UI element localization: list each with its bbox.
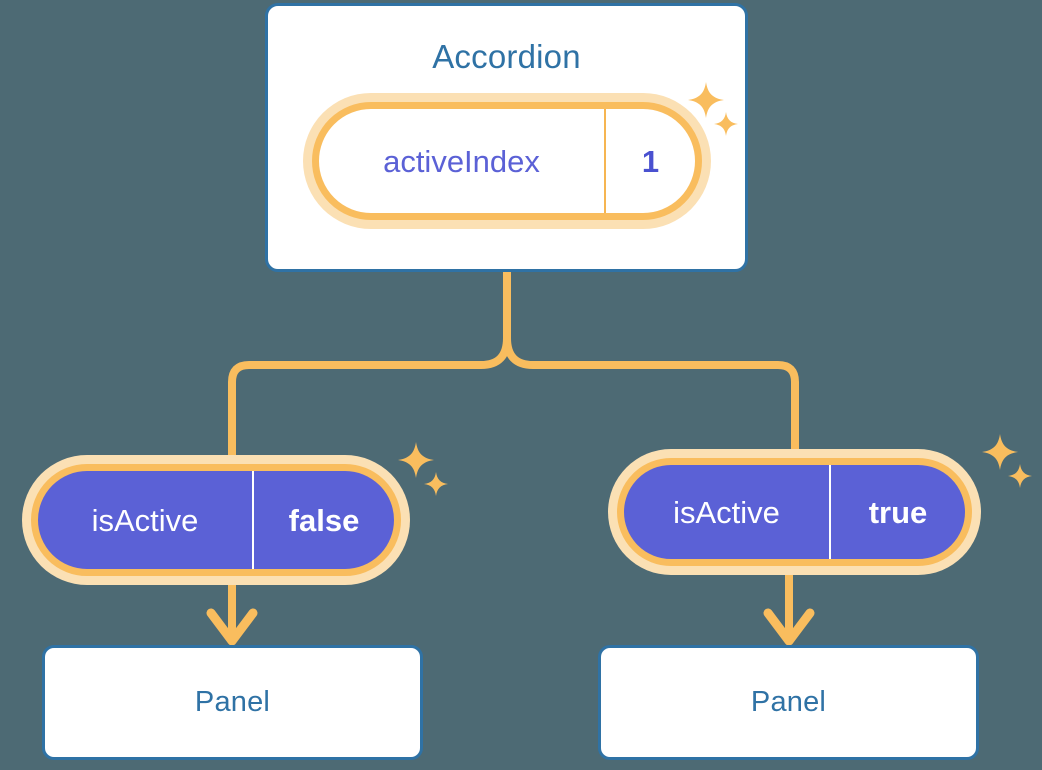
arrow-left-panel bbox=[206, 578, 258, 646]
sparkle-icon bbox=[982, 434, 1018, 470]
state-pill-is-active-left[interactable]: isActive false bbox=[31, 464, 401, 576]
state-pill-value: false bbox=[288, 502, 360, 538]
sparkle-group-right bbox=[982, 434, 1042, 504]
sparkle-icon-small bbox=[424, 472, 448, 496]
state-pill-key: activeIndex bbox=[319, 109, 606, 213]
panel-component-card-left[interactable]: Panel bbox=[42, 645, 423, 760]
sparkle-group-left bbox=[398, 442, 458, 512]
connector-trunk bbox=[228, 268, 511, 466]
state-pill-active-index[interactable]: activeIndex 1 bbox=[312, 102, 702, 220]
panel-title: Panel bbox=[750, 686, 827, 718]
accordion-title: Accordion bbox=[432, 38, 581, 75]
panel-component-card-right[interactable]: Panel bbox=[598, 645, 979, 760]
state-pill-value: true bbox=[868, 494, 928, 530]
state-pill-key: isActive bbox=[38, 471, 254, 569]
sparkle-icon-small bbox=[1008, 464, 1032, 488]
sparkle-icon bbox=[398, 442, 434, 478]
arrow-right-panel bbox=[763, 570, 815, 646]
connector-branch-right bbox=[503, 334, 799, 460]
panel-title: Panel bbox=[194, 686, 271, 718]
state-pill-key: isActive bbox=[624, 465, 831, 559]
state-pill-value: 1 bbox=[641, 143, 660, 179]
state-pill-is-active-right[interactable]: isActive true bbox=[617, 458, 972, 566]
